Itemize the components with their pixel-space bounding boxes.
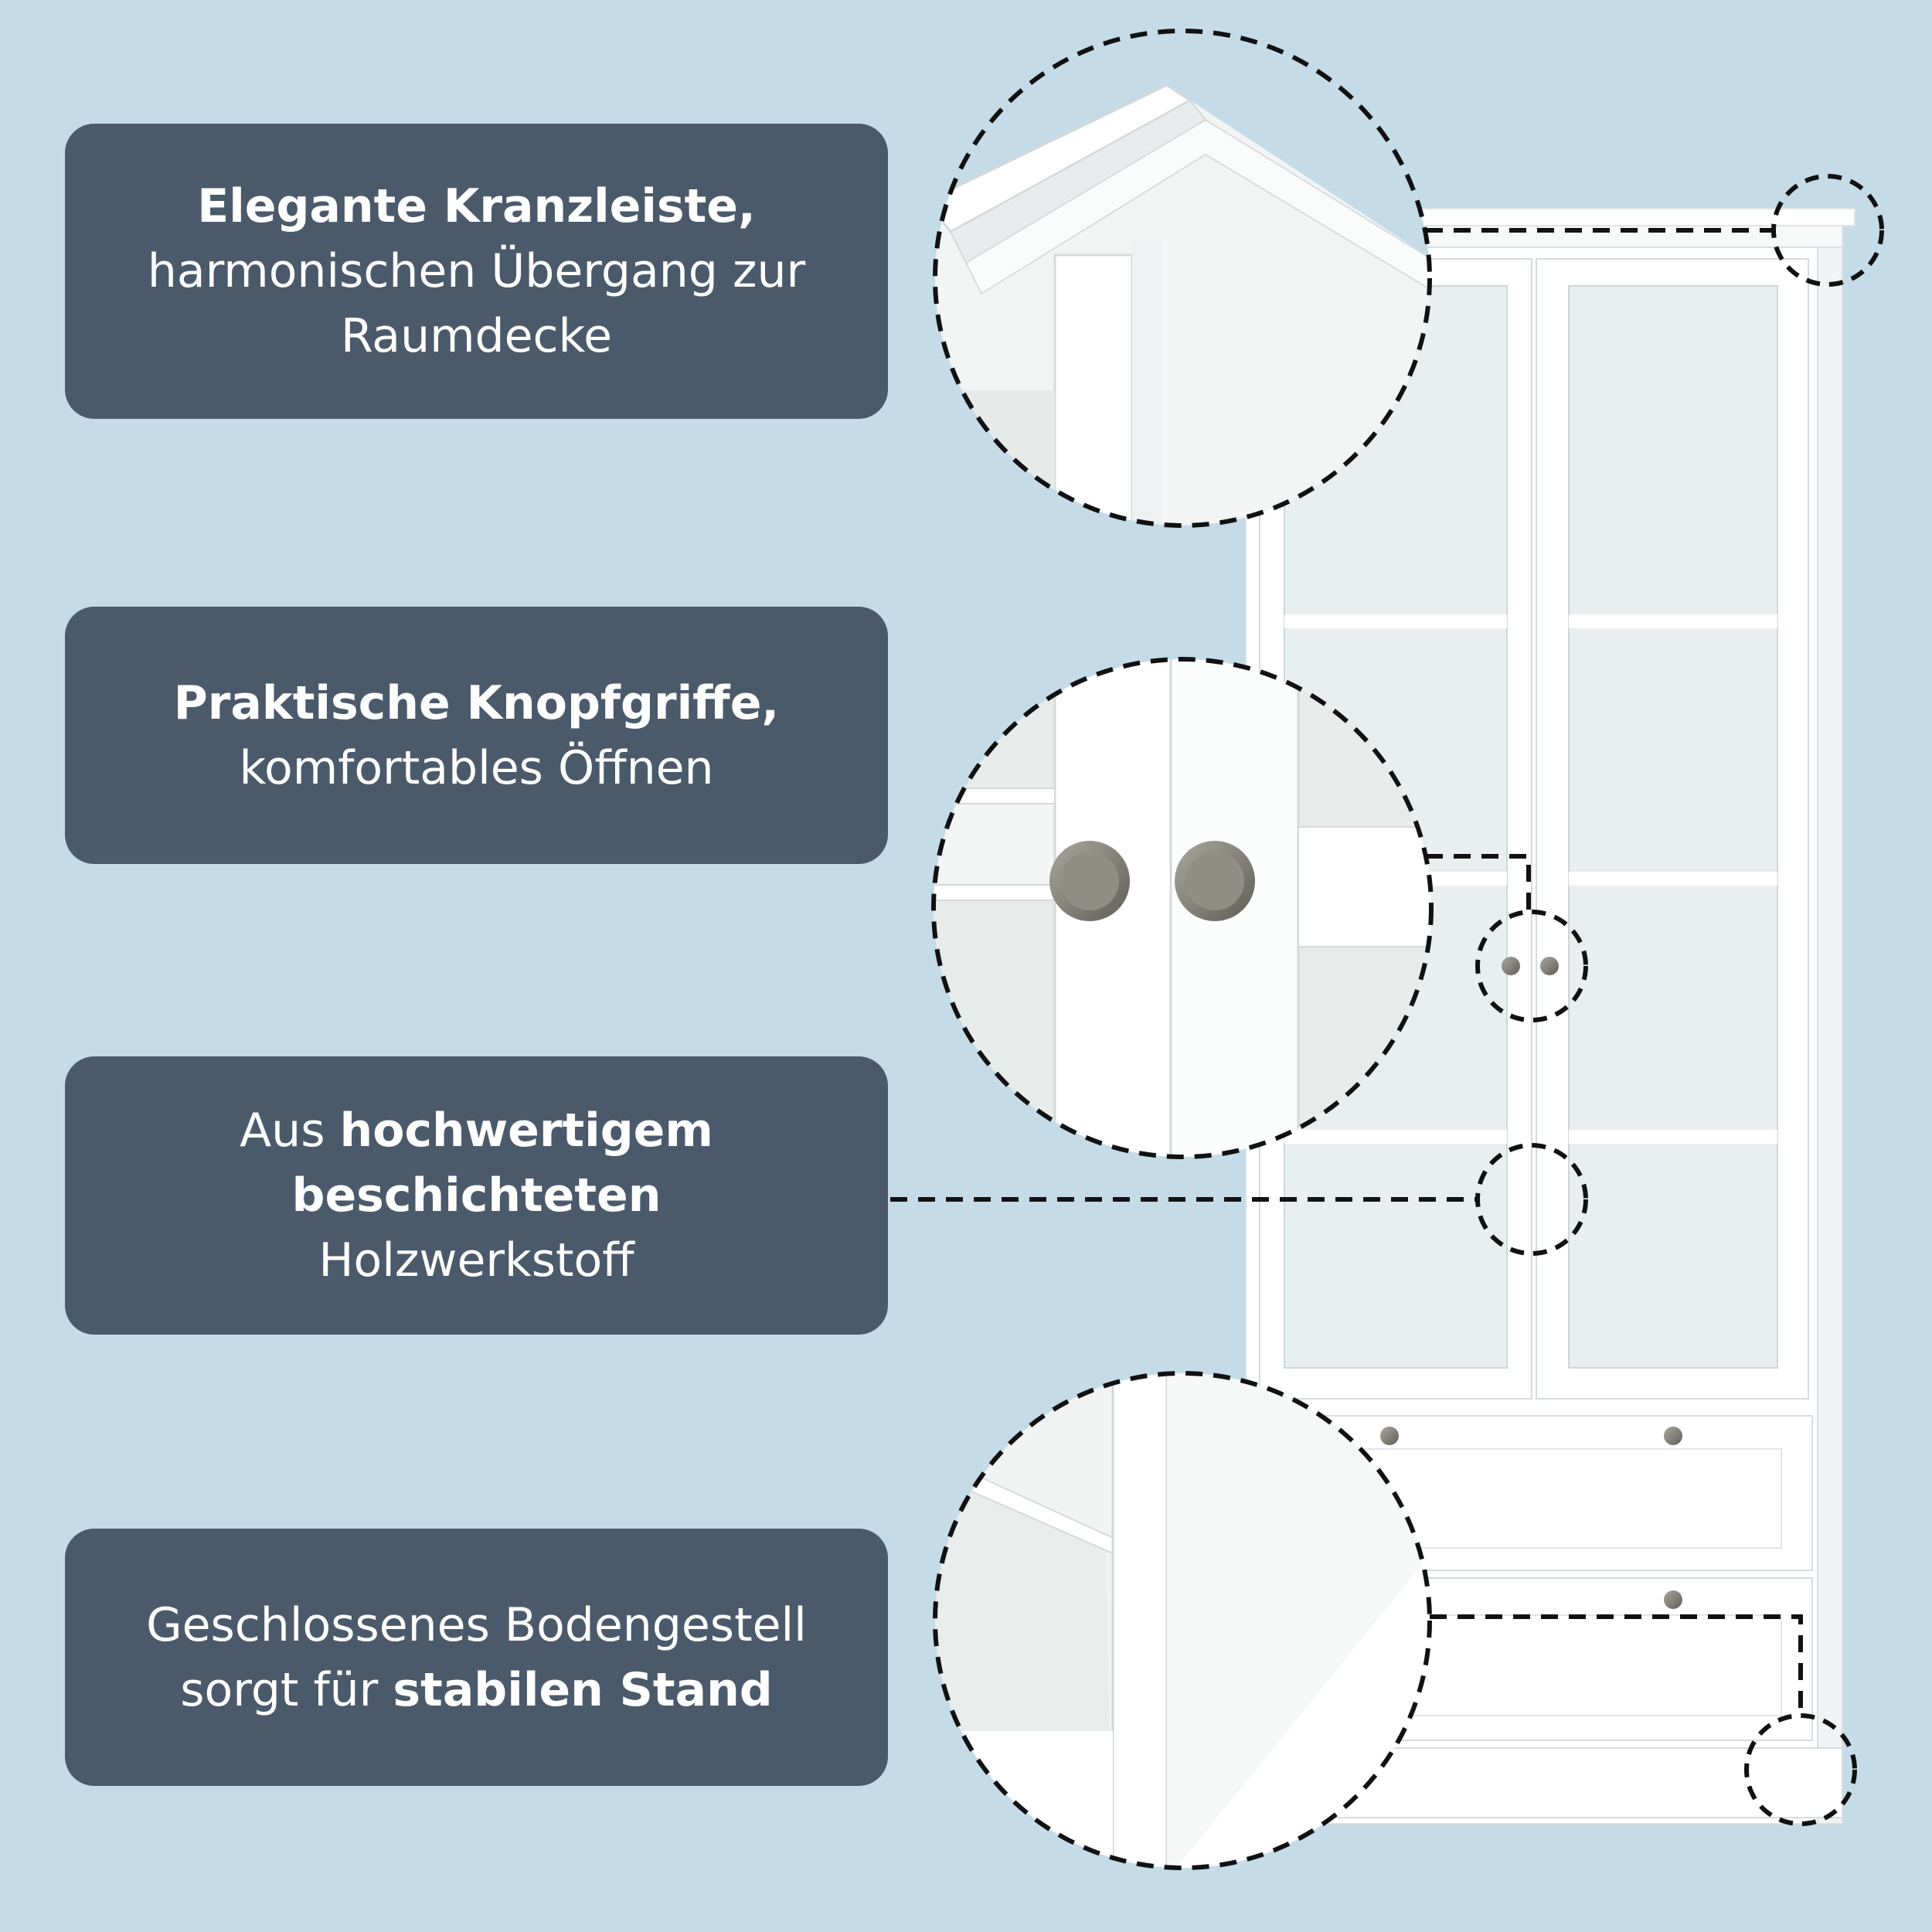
- knob-icon: [1380, 1427, 1399, 1445]
- callout-text-bold: hochwertigem: [339, 1104, 713, 1158]
- callout-line: beschichteten: [240, 1163, 713, 1228]
- callout-text-regular: Raumdecke: [340, 309, 613, 363]
- callout-line: Geschlossenes Bodengestell: [146, 1593, 807, 1658]
- callout-text: Geschlossenes Bodengestell sorgt für stab…: [146, 1593, 807, 1723]
- callout-text-bold: stabilen Stand: [393, 1662, 773, 1717]
- callout-line: Aus hochwertigem: [240, 1098, 713, 1163]
- callout-line: Praktische Knopfgriffe,: [174, 671, 779, 736]
- knob-icon: [1664, 1590, 1682, 1609]
- callout-text-regular: Geschlossenes Bodengestell: [146, 1597, 807, 1652]
- callout-text-regular: harmonischen Übergang zur: [147, 244, 806, 298]
- callout-text-regular: Aus: [240, 1104, 340, 1158]
- target-circle-base: [1744, 1713, 1857, 1826]
- callout-text-bold: beschichteten: [291, 1168, 662, 1223]
- callout-base-frame: Geschlossenes Bodengestell sorgt für stab…: [65, 1529, 888, 1786]
- callout-text: Elegante Kranzleiste, harmonischen Überga…: [148, 174, 805, 369]
- knob-icon: [1664, 1427, 1682, 1445]
- knob-icon: [1502, 957, 1520, 975]
- callout-text: Praktische Knopfgriffe, komfortables Öffn…: [174, 671, 779, 801]
- callout-knob-handles: Praktische Knopfgriffe, komfortables Öffn…: [65, 607, 888, 864]
- callout-line: sorgt für stabilen Stand: [146, 1658, 807, 1723]
- connector-lines: [890, 228, 1803, 1716]
- knob-icon: [1540, 957, 1559, 975]
- callout-text-regular: komfortables Öffnen: [239, 740, 714, 795]
- callout-line: harmonischen Übergang zur: [148, 239, 805, 304]
- target-circle-knobs: [1475, 910, 1588, 1022]
- callout-crown-molding: Elegante Kranzleiste, harmonischen Überga…: [65, 124, 888, 419]
- callout-text-bold: Elegante Kranzleiste,: [197, 179, 756, 233]
- callout-text-regular: Holzwerkstoff: [318, 1233, 634, 1287]
- zoom-detail-circle: [933, 29, 1432, 528]
- callout-line: Elegante Kranzleiste,: [148, 174, 805, 239]
- callout-line: Raumdecke: [148, 304, 805, 369]
- callout-line: Holzwerkstoff: [240, 1228, 713, 1293]
- callout-text-bold: Praktische Knopfgriffe,: [173, 675, 780, 730]
- callout-text-regular: sorgt für: [180, 1662, 393, 1717]
- callout-line: komfortables Öffnen: [174, 736, 779, 801]
